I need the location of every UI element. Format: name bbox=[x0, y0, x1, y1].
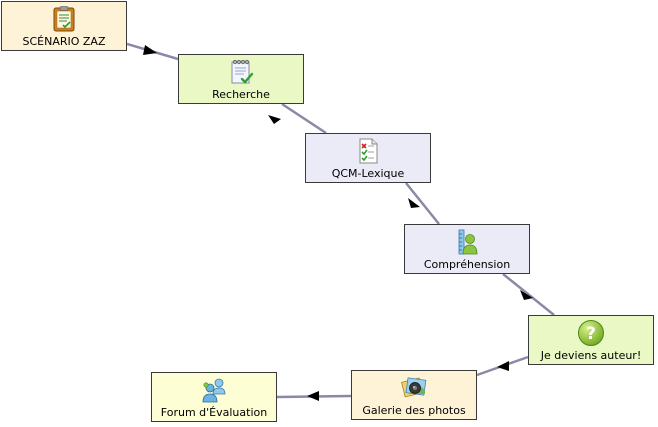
node-auteur[interactable]: ? Je deviens auteur! bbox=[528, 315, 654, 365]
arrowhead bbox=[268, 115, 281, 124]
edge-auteur-galerie bbox=[476, 355, 529, 377]
photo-gallery-icon bbox=[401, 377, 427, 398]
edge-recherche-qcm bbox=[268, 102, 327, 135]
node-label: Forum d'Évaluation bbox=[160, 406, 268, 419]
node-recherche[interactable]: Recherche bbox=[178, 54, 304, 104]
node-galerie[interactable]: Galerie des photos bbox=[351, 370, 477, 420]
node-label: Compréhension bbox=[423, 258, 511, 271]
quiz-document-icon bbox=[359, 138, 378, 164]
node-forum[interactable]: Forum d'Évaluation bbox=[151, 372, 277, 422]
node-label: SCÉNARIO ZAZ bbox=[22, 35, 106, 48]
arrowhead bbox=[408, 198, 420, 208]
node-comprehension[interactable]: Compréhension bbox=[404, 224, 530, 274]
node-label: Je deviens auteur! bbox=[540, 349, 642, 362]
node-label: Galerie des photos bbox=[362, 404, 466, 417]
node-scenario[interactable]: SCÉNARIO ZAZ bbox=[1, 1, 127, 51]
arrowhead bbox=[143, 45, 157, 55]
arrowhead bbox=[307, 391, 319, 401]
notepad-check-icon bbox=[231, 59, 254, 84]
node-label: QCM-Lexique bbox=[331, 167, 405, 180]
user-ruler-icon bbox=[458, 229, 478, 255]
node-qcm[interactable]: QCM-Lexique bbox=[305, 133, 431, 183]
edge-comprehension-auteur bbox=[502, 273, 555, 316]
edge-qcm-comprehension bbox=[405, 182, 440, 225]
question-mark-icon: ? bbox=[578, 320, 604, 346]
users-forum-icon bbox=[202, 378, 226, 403]
arrowhead bbox=[497, 361, 509, 371]
node-label: Recherche bbox=[212, 88, 270, 101]
edge-galerie-forum bbox=[276, 391, 352, 401]
arrowhead bbox=[520, 290, 533, 300]
clipboard-icon bbox=[53, 6, 75, 32]
edge-scenario-recherche bbox=[126, 42, 179, 61]
svg-text:?: ? bbox=[586, 324, 596, 344]
